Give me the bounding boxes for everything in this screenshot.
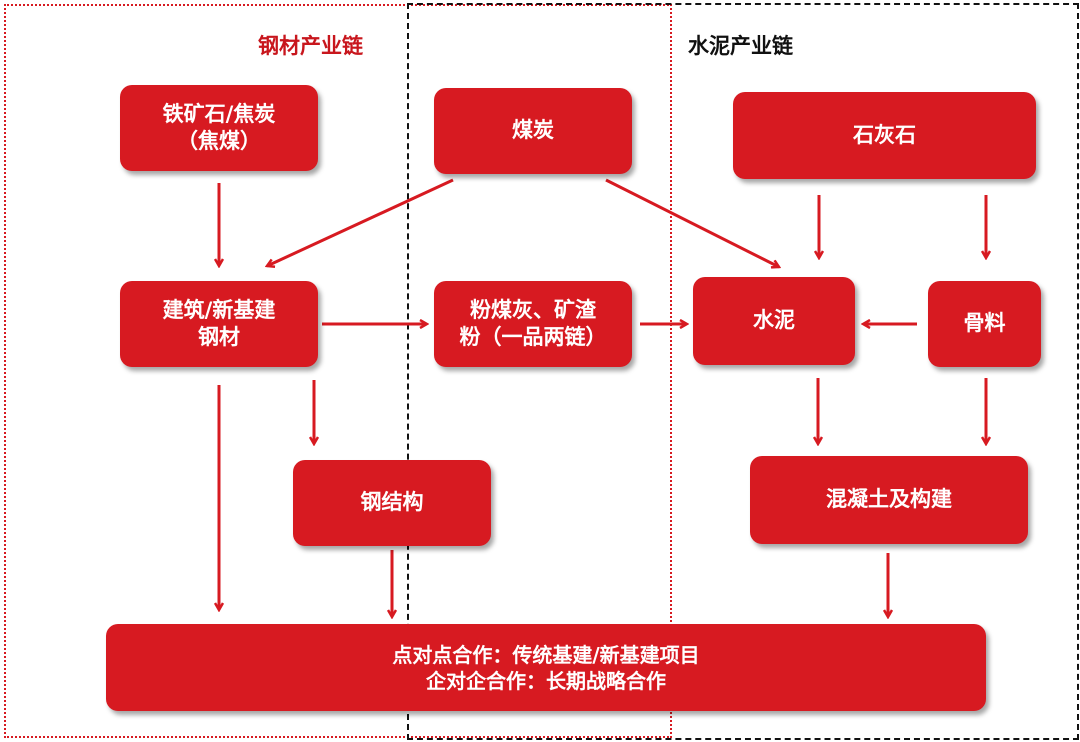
coal-node: 煤炭 — [434, 88, 632, 174]
iron-ore-coke-node: 铁矿石/焦炭 （焦煤） — [120, 85, 318, 171]
steel-structure-label: 钢结构 — [360, 490, 424, 515]
construction-steel-node: 建筑/新基建 钢材 — [120, 281, 318, 367]
limestone-node: 石灰石 — [733, 92, 1036, 179]
iron-ore-coke-label: 铁矿石/焦炭 （焦煤） — [162, 101, 276, 153]
cement-chain-region — [407, 3, 1079, 740]
limestone-label: 石灰石 — [853, 122, 916, 147]
cement-chain-title: 水泥产业链 — [688, 34, 793, 58]
steel-structure-node: 钢结构 — [293, 460, 491, 546]
concrete-label: 混凝土及构建 — [826, 487, 952, 512]
aggregate-label: 骨料 — [963, 311, 1006, 336]
aggregate-node: 骨料 — [928, 281, 1041, 367]
cement-label: 水泥 — [753, 308, 795, 333]
construction-steel-label: 建筑/新基建 钢材 — [162, 297, 276, 349]
cooperation-label: 点对点合作：传统基建/新基建项目 企对企合作：长期战略合作 — [392, 642, 700, 693]
coal-label: 煤炭 — [512, 118, 554, 143]
steel-chain-region — [4, 4, 672, 738]
cooperation-node: 点对点合作：传统基建/新基建项目 企对企合作：长期战略合作 — [106, 624, 986, 711]
steel-chain-title: 钢材产业链 — [258, 34, 363, 58]
arrow-coal-to-cement — [605, 178, 779, 267]
arrow-coal-to-steel — [267, 178, 454, 266]
fly-ash-slag-node: 粉煤灰、矿渣 粉（一品两链） — [434, 281, 632, 367]
concrete-node: 混凝土及构建 — [750, 456, 1028, 544]
fly-ash-slag-label: 粉煤灰、矿渣 粉（一品两链） — [459, 297, 607, 349]
cement-node: 水泥 — [693, 277, 855, 365]
